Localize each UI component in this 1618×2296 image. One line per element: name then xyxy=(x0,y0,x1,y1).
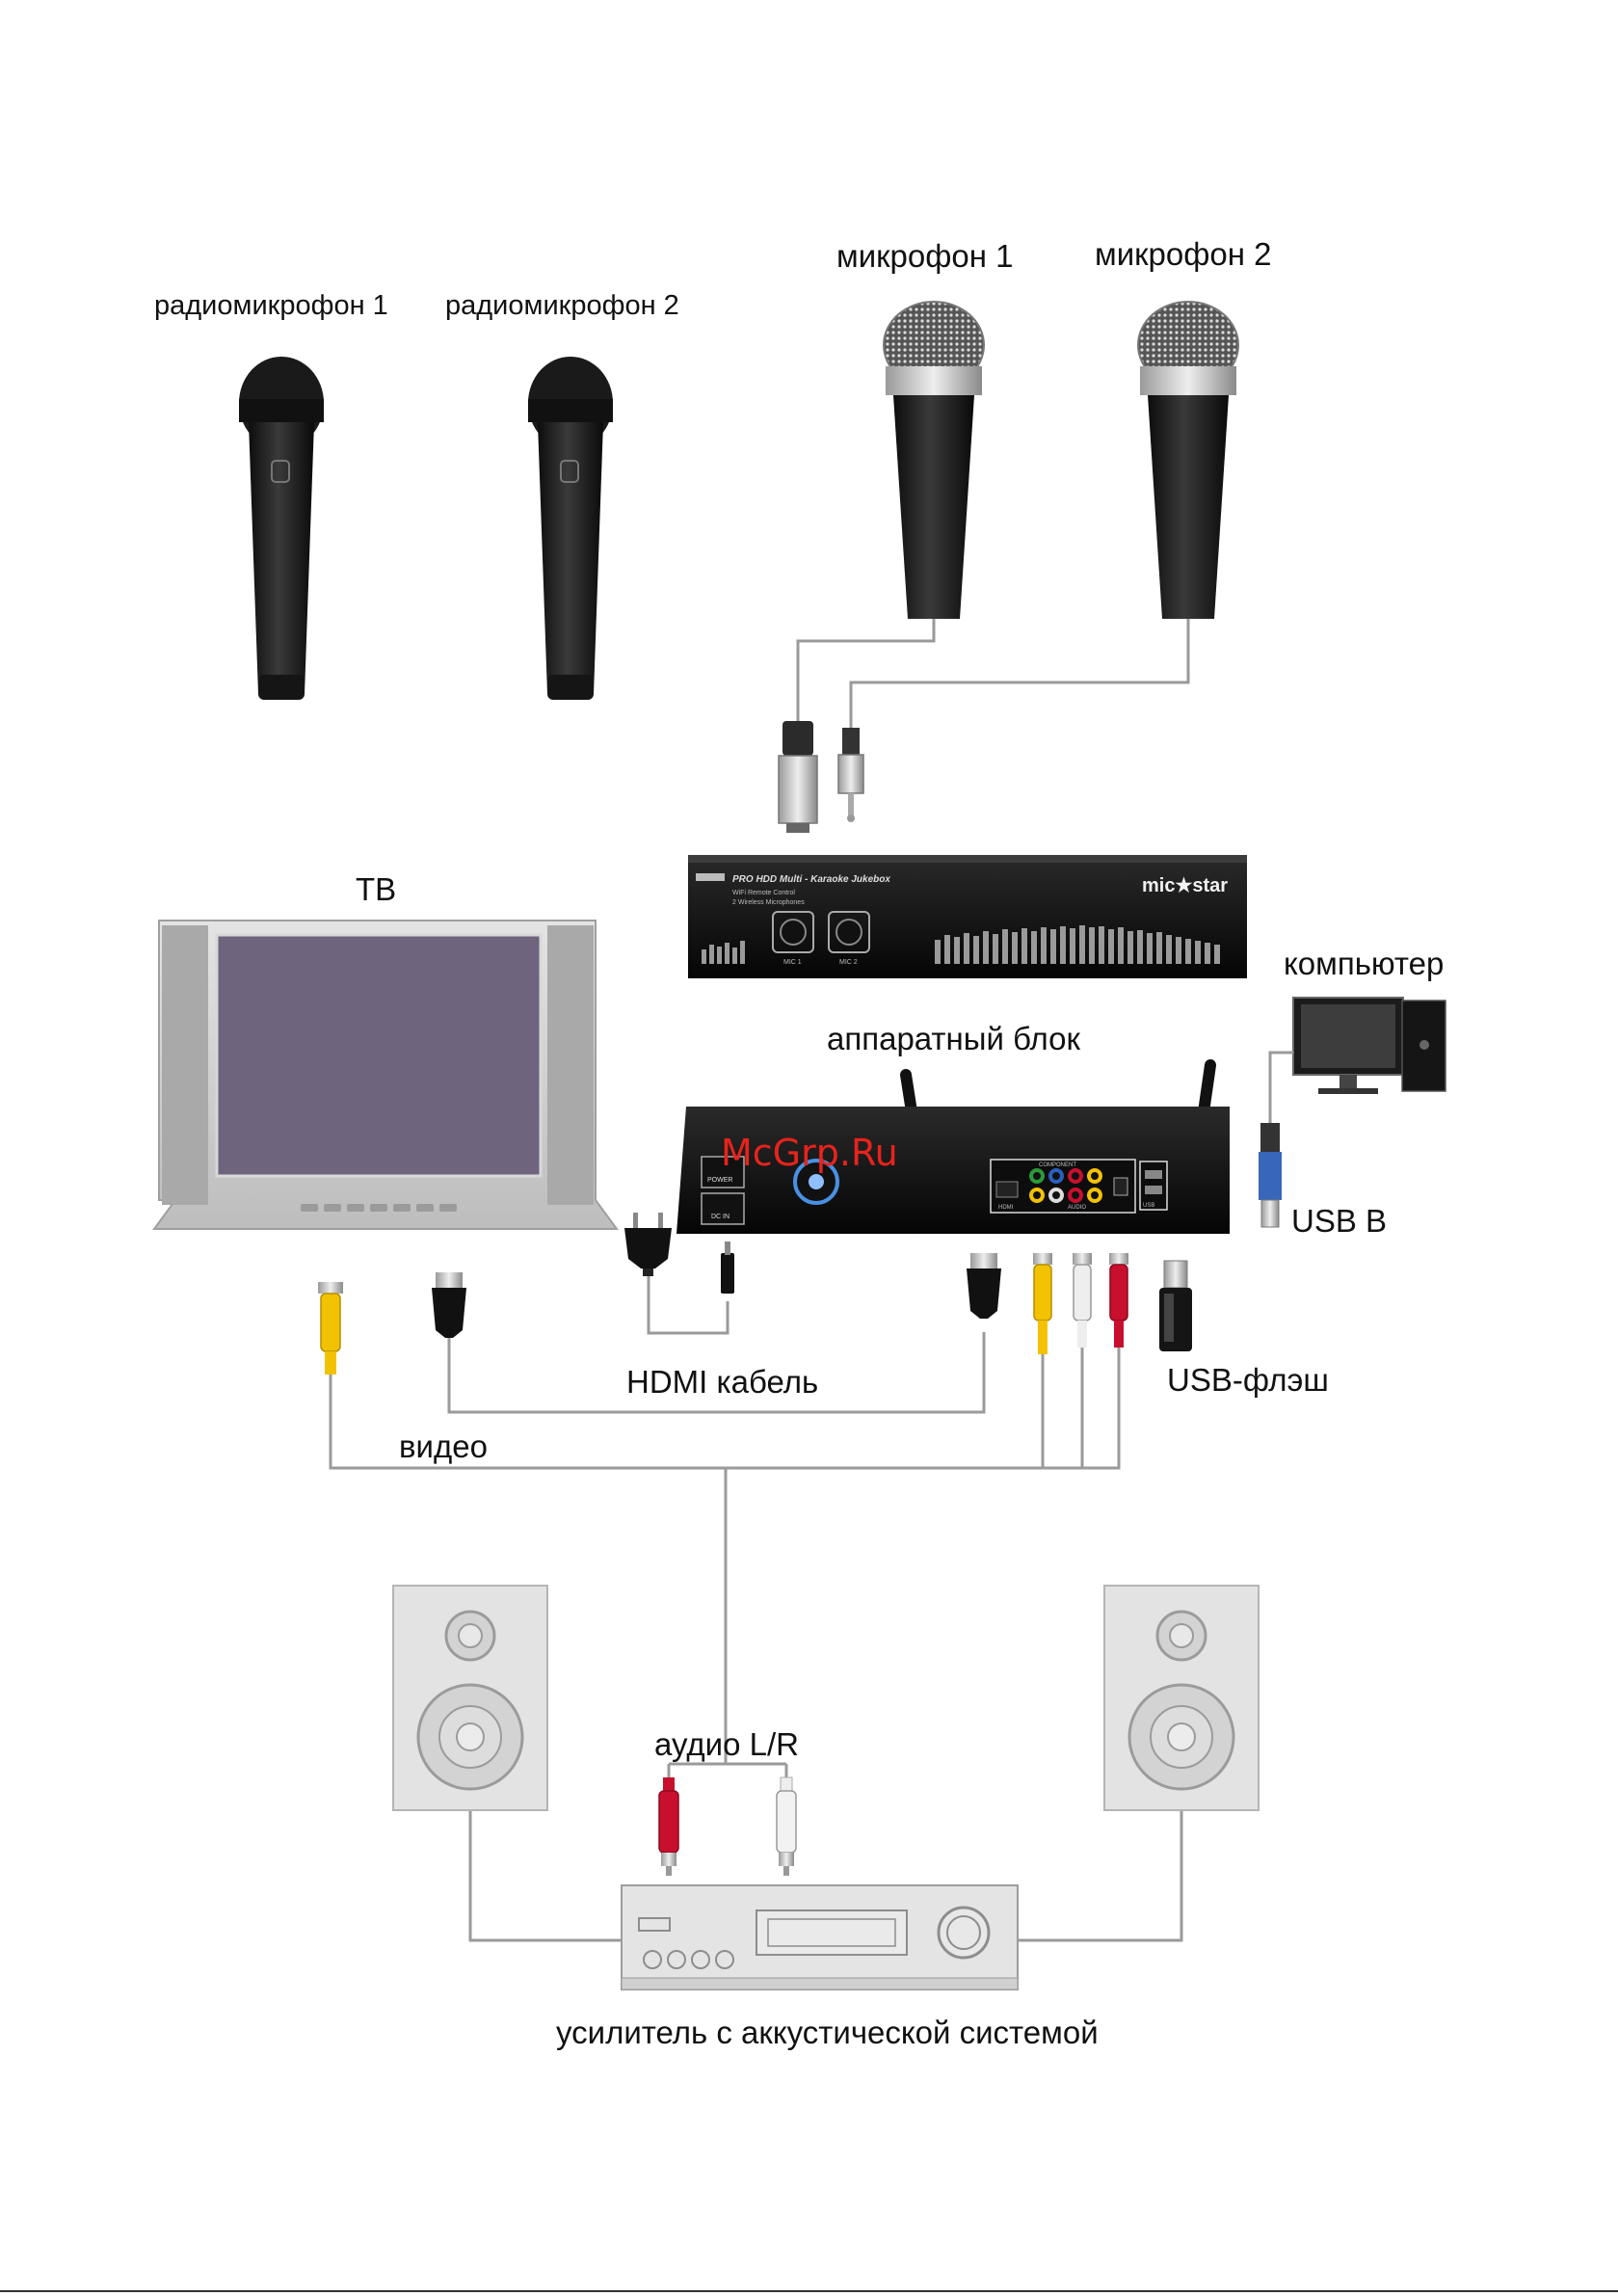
video-label: видео xyxy=(399,1428,488,1464)
mic-cables xyxy=(796,619,1190,728)
rear-panel-component: COMPONENT xyxy=(1039,1162,1076,1168)
watermark-text: McGrp.Ru xyxy=(721,1132,898,1174)
hdmi-plug-unit-icon xyxy=(967,1253,1001,1319)
amplifier-label: усилитель с аккустической системой xyxy=(556,2015,1099,2050)
radiomicrophone-2-icon xyxy=(528,357,613,700)
front-panel-mic-jack-1: MIC 1 xyxy=(783,959,802,966)
computer-label: компьютер xyxy=(1284,946,1445,981)
rca-audio-right-plug-unit-icon xyxy=(1109,1253,1128,1348)
hdmi-plug-tv-icon xyxy=(432,1272,466,1338)
rear-panel-power: POWER xyxy=(707,1177,732,1184)
front-panel-mic-jack-2: MIC 2 xyxy=(839,959,858,966)
rca-audio-left-plug-amp-icon xyxy=(776,1776,797,1876)
microphone-2-label: микрофон 2 xyxy=(1095,236,1272,272)
tv-icon xyxy=(152,920,619,1230)
radiomicrophone-1-icon xyxy=(239,357,324,700)
usb-flash-drive-icon xyxy=(1159,1260,1192,1351)
dc-plug-icon xyxy=(721,1241,734,1294)
tv-label: ТВ xyxy=(356,871,397,907)
power-plug-icon xyxy=(624,1213,672,1276)
hdmi-cable-label: HDMI кабель xyxy=(626,1364,819,1400)
microphone-1-label: микрофон 1 xyxy=(836,238,1014,274)
rear-panel-usb: USB xyxy=(1143,1203,1154,1209)
rear-panel-audio: AUDIO xyxy=(1068,1205,1086,1211)
computer-icon xyxy=(1292,997,1446,1094)
front-panel-model-text: PRO HDD Multi - Karaoke Jukebox xyxy=(732,874,890,885)
rca-audio-left-plug-unit-icon xyxy=(1073,1253,1092,1348)
front-panel-brand: mic★star xyxy=(1142,875,1228,896)
jack-plug-icon xyxy=(837,728,864,822)
usb-b-cable xyxy=(1268,1051,1293,1123)
usb-b-plug-icon xyxy=(1259,1123,1282,1228)
radiomicrophone-2-label: радиомикрофон 2 xyxy=(445,290,679,321)
microphone-1-icon xyxy=(883,301,985,619)
rca-video-plug-tv-icon xyxy=(318,1282,343,1375)
karaoke-rear-panel: POWER DC IN HDMI COMPONENT AUDIO USB xyxy=(676,1059,1230,1234)
karaoke-front-panel: PRO HDD Multi - Karaoke Jukebox WiFi Rem… xyxy=(688,855,1247,978)
amplifier-icon xyxy=(621,1884,1019,1990)
speaker-left-icon xyxy=(392,1585,548,1811)
signal-cables xyxy=(329,1272,1183,1942)
speaker-right-icon xyxy=(1103,1585,1260,1811)
rca-audio-right-plug-amp-icon xyxy=(658,1777,679,1876)
rca-video-plug-unit-icon xyxy=(1033,1253,1052,1354)
xlr-plug-icon xyxy=(778,721,818,833)
hardware-unit-label: аппаратный блок xyxy=(827,1021,1080,1056)
microphone-2-icon xyxy=(1137,301,1239,619)
front-panel-feature-1: WiFi Remote Control xyxy=(732,890,795,896)
rear-panel-dc-in: DC IN xyxy=(711,1214,729,1220)
front-panel-feature-2: 2 Wireless Microphones xyxy=(732,899,805,906)
usb-flash-label: USB-флэш xyxy=(1167,1362,1329,1398)
audio-lr-label: аудио L/R xyxy=(654,1726,799,1762)
rear-panel-hdmi: HDMI xyxy=(998,1205,1014,1211)
usb-b-label: USB B xyxy=(1291,1203,1388,1239)
radiomicrophone-1-label: радиомикрофон 1 xyxy=(154,290,388,321)
